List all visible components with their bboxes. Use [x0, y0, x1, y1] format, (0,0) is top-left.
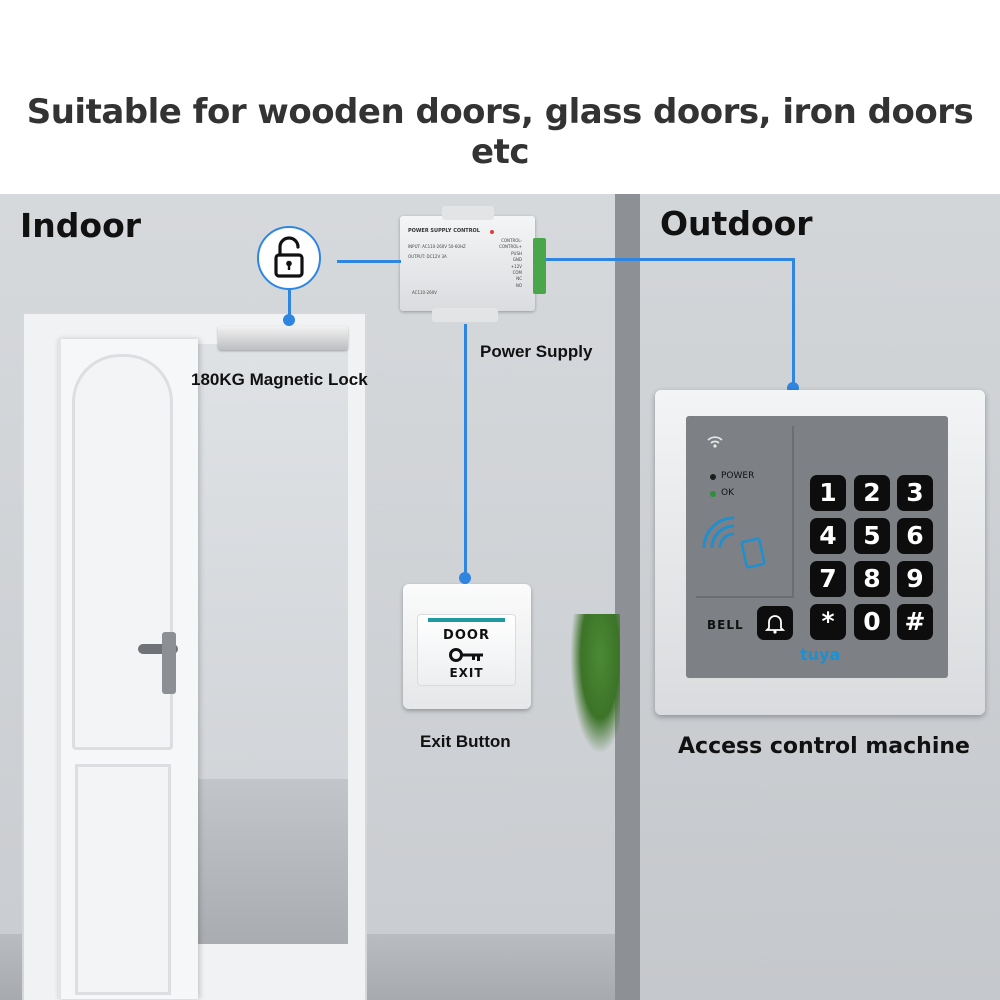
keypad-key-8[interactable]: 8 — [854, 561, 890, 597]
wire-icon-to-lock — [288, 290, 291, 320]
wire-dot-exit — [459, 572, 471, 584]
terminal-label: CONTROL+ — [499, 244, 522, 250]
key-icon — [449, 648, 483, 662]
keypad-divider-h — [696, 596, 794, 598]
wire-lock-to-power — [337, 260, 401, 263]
wire-dot-lock — [283, 314, 295, 326]
lock-icon — [274, 236, 304, 278]
bell-label: BELL — [707, 618, 744, 632]
exit-button-label: Exit Button — [420, 732, 511, 751]
terminal-label: +12V — [510, 263, 522, 269]
wifi-icon — [707, 436, 723, 448]
magnetic-lock — [218, 326, 348, 350]
exit-button-stripe — [428, 618, 505, 622]
keypad-key-9[interactable]: 9 — [897, 561, 933, 597]
keypad-divider-v — [792, 426, 794, 596]
plant-leaves — [570, 614, 620, 754]
access-control-label: Access control machine — [678, 734, 970, 759]
terminal-label: NO — [515, 282, 522, 288]
keypad-key-star[interactable]: * — [810, 604, 846, 640]
power-supply-label: Power Supply — [480, 342, 593, 361]
magnetic-lock-label: 180KG Magnetic Lock — [191, 370, 368, 389]
terminal-label: COM — [512, 270, 522, 276]
bell-button[interactable] — [757, 606, 793, 640]
power-supply-output: OUTPUT: DC12V 3A — [408, 254, 447, 259]
indoor-label: Indoor — [20, 206, 142, 245]
power-indicator-label: POWER — [721, 471, 755, 481]
keypad-key-3[interactable]: 3 — [897, 475, 933, 511]
page-headline: Suitable for wooden doors, glass doors, … — [26, 92, 974, 172]
door-lower-panel — [75, 764, 171, 995]
door-lockplate — [162, 632, 176, 694]
power-led — [490, 230, 494, 234]
wire-power-to-exit — [464, 324, 467, 576]
terminal-block — [533, 238, 546, 294]
brand-label: tuya — [800, 645, 841, 664]
wire-power-to-keypad-v — [792, 258, 795, 384]
wall-pillar — [615, 194, 640, 1000]
power-supply-mount-top — [442, 206, 494, 220]
ok-indicator-label: OK — [721, 488, 734, 498]
power-supply-title: POWER SUPPLY CONTROL — [408, 228, 480, 234]
outdoor-label: Outdoor — [660, 204, 813, 243]
power-supply-voltage: AC110-260V — [412, 290, 437, 295]
power-indicator-led — [710, 474, 716, 480]
installation-scene: POWER SUPPLY CONTROL INPUT: AC110-260V 5… — [0, 194, 1000, 1000]
keypad-key-6[interactable]: 6 — [897, 518, 933, 554]
keypad-key-1[interactable]: 1 — [810, 475, 846, 511]
terminal-label: GND — [512, 257, 522, 263]
exit-button-line2: EXIT — [449, 666, 484, 680]
keypad-key-7[interactable]: 7 — [810, 561, 846, 597]
bell-icon — [764, 615, 786, 634]
exit-button-line1: DOOR — [443, 628, 490, 643]
power-supply-input: INPUT: AC110-260V 50-60HZ — [408, 244, 466, 249]
wire-power-to-keypad-h — [546, 258, 794, 261]
power-supply-terminals: CONTROL- CONTROL+ PUSH GND +12V COM NC N… — [492, 238, 522, 289]
ok-indicator-led — [710, 491, 716, 497]
terminal-label: NC — [516, 276, 522, 282]
keypad-key-5[interactable]: 5 — [854, 518, 890, 554]
power-supply-mount-bottom — [432, 308, 498, 322]
rfid-icon — [702, 516, 766, 569]
door-handle — [138, 644, 178, 654]
keypad-key-hash[interactable]: # — [897, 604, 933, 640]
door-arch-panel — [72, 354, 173, 750]
terminal-label: PUSH — [511, 250, 522, 256]
keypad-key-0[interactable]: 0 — [854, 604, 890, 640]
exit-button-face — [417, 614, 516, 686]
keypad-key-4[interactable]: 4 — [810, 518, 846, 554]
terminal-label: CONTROL- — [501, 238, 522, 243]
keypad-key-2[interactable]: 2 — [854, 475, 890, 511]
lock-icon-badge — [257, 226, 321, 290]
power-supply-box — [400, 216, 535, 311]
